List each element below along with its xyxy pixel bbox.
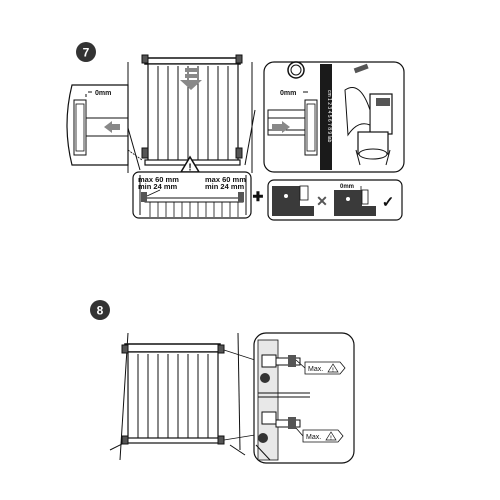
warning-mark: ! <box>188 163 191 174</box>
step-7-comparison-panel: ✕ 0mm ✓ <box>267 179 403 221</box>
step-7-left-gap-label: 0mm <box>95 90 111 97</box>
callout-bottom-label: Max. <box>306 434 321 441</box>
callout-bottom: Max. ! <box>295 427 344 443</box>
gap-right-max: max 60 mm <box>205 175 246 184</box>
step-7-gap-panel: max 60 mm min 24 mm max 60 mm min 24 mm <box>132 171 252 219</box>
arrow-right-icon <box>272 121 290 133</box>
gap-left-min: min 24 mm <box>138 182 178 191</box>
gap-left-max: max 60 mm <box>138 175 179 184</box>
arrow-left-icon <box>104 121 120 133</box>
step-8-number: 8 <box>97 304 104 318</box>
correct-gap-label: 0mm <box>340 184 354 190</box>
step-8-detail: Max. ! Max. ! <box>253 332 355 464</box>
step-7-left-detail: 0mm <box>66 84 143 166</box>
callout-top-label: Max. <box>308 366 323 373</box>
tape-measure-marks: cm 1 2 3 4 5 6 7 8 9 lab <box>326 90 332 142</box>
plus-icon: ✚ <box>253 189 264 204</box>
callout-top: Max. ! <box>295 359 346 375</box>
step-7-number: 7 <box>83 46 90 60</box>
step-7-right-gap-label: 0mm <box>280 90 296 97</box>
cross-icon: ✕ <box>316 193 328 209</box>
step-7-badge: 7 <box>76 42 96 62</box>
step-7: 7 <box>66 42 405 221</box>
step-8-gate <box>121 343 256 445</box>
check-icon: ✓ <box>382 194 395 211</box>
step-7-right-detail: 0mm cm 1 2 3 4 5 6 7 8 9 lab <box>263 61 405 173</box>
step-8-badge: 8 <box>90 300 110 320</box>
step-8: 8 <box>90 300 355 464</box>
arrow-down-icon <box>180 68 202 90</box>
gap-right-min: min 24 mm <box>205 182 245 191</box>
callout-bottom-warning: ! <box>330 436 332 442</box>
callout-top-warning: ! <box>332 368 334 374</box>
